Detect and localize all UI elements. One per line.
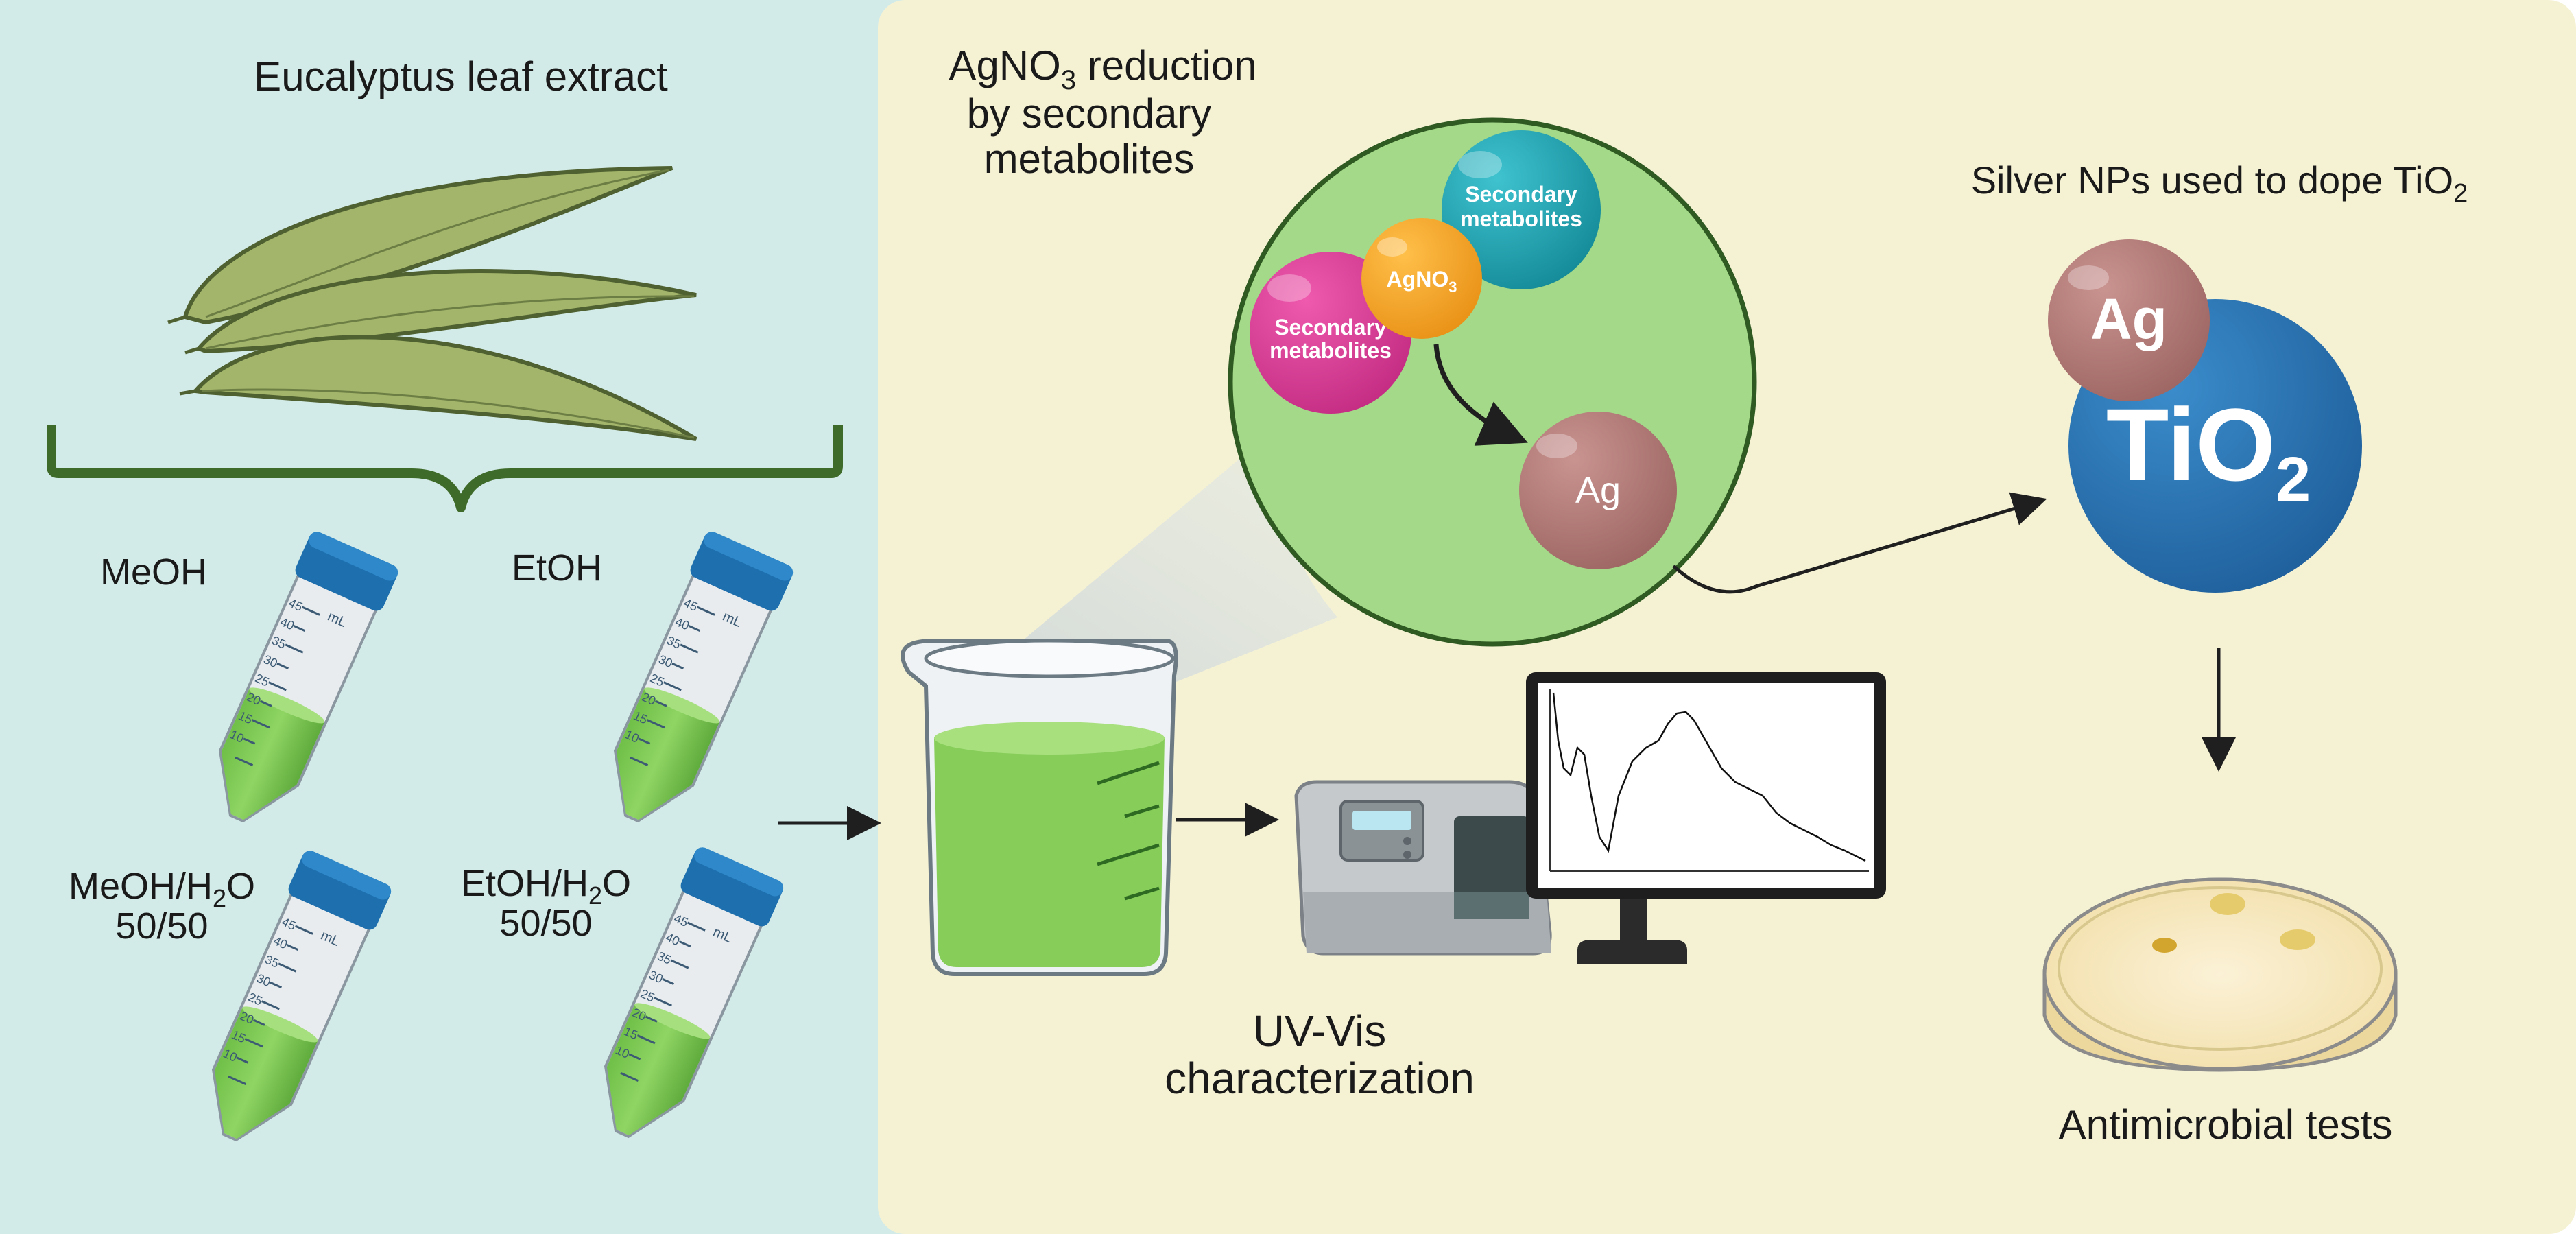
- solvent-label-meoh-h2o: MeOH/H2O: [69, 866, 255, 912]
- agno3-particle: AgNO3: [1361, 218, 1482, 339]
- grouping-brace: [47, 425, 843, 512]
- secondary-metabolites-teal: Secondary metabolites: [1442, 130, 1601, 289]
- uvvis-label-line1: UV-Vis: [1253, 1006, 1386, 1056]
- petri-dish-icon: [2042, 877, 2398, 1072]
- solvent-label-meoh: MeOH: [100, 551, 207, 593]
- monitor-icon: [1526, 672, 1886, 964]
- svg-text:Ag: Ag: [1575, 470, 1621, 511]
- reduction-title-line1: AgNO3 reduction: [949, 43, 1256, 95]
- solvent-label-etoh: EtOH: [512, 547, 602, 589]
- beaker-icon: [901, 639, 1178, 976]
- reduction-arrow: [1433, 344, 1528, 446]
- solvent-label-etoh-h2o: EtOH/H2O: [461, 863, 631, 910]
- spectrophotometer-icon: [1294, 780, 1552, 956]
- uvvis-label-line2: characterization: [1165, 1054, 1475, 1103]
- ag-nanoparticle: Ag: [1519, 412, 1677, 569]
- svg-text:TiO2: TiO2: [2106, 387, 2311, 514]
- svg-text:Ag: Ag: [2090, 287, 2167, 351]
- svg-text:Secondary: Secondary: [1465, 182, 1577, 206]
- silver-nps-title: Silver NPs used to dope TiO2: [1971, 158, 2468, 208]
- svg-text:Secondary: Secondary: [1274, 315, 1387, 340]
- arrow-to-doped-tio2: [1672, 492, 2047, 594]
- leaf-extract-title: Eucalyptus leaf extract: [254, 54, 668, 99]
- solvent-ratio-etoh-h2o: 50/50: [499, 903, 592, 944]
- solvent-ratio-meoh-h2o: 50/50: [115, 905, 208, 947]
- reduction-title-line3: metabolites: [984, 136, 1195, 182]
- svg-text:AgNO3: AgNO3: [1387, 267, 1457, 296]
- zoom-cone: [960, 446, 1337, 693]
- svg-text:metabolites: metabolites: [1269, 338, 1392, 363]
- ag-dopant-particle: Ag: [2048, 239, 2210, 401]
- antimicrobial-label: Antimicrobial tests: [2059, 1102, 2393, 1148]
- reduction-title-line2: by secondary: [967, 91, 1212, 137]
- eucalyptus-leaves-icon: [167, 166, 697, 441]
- uv-vis-spectrum: [1549, 689, 1869, 872]
- svg-text:metabolites: metabolites: [1460, 206, 1582, 231]
